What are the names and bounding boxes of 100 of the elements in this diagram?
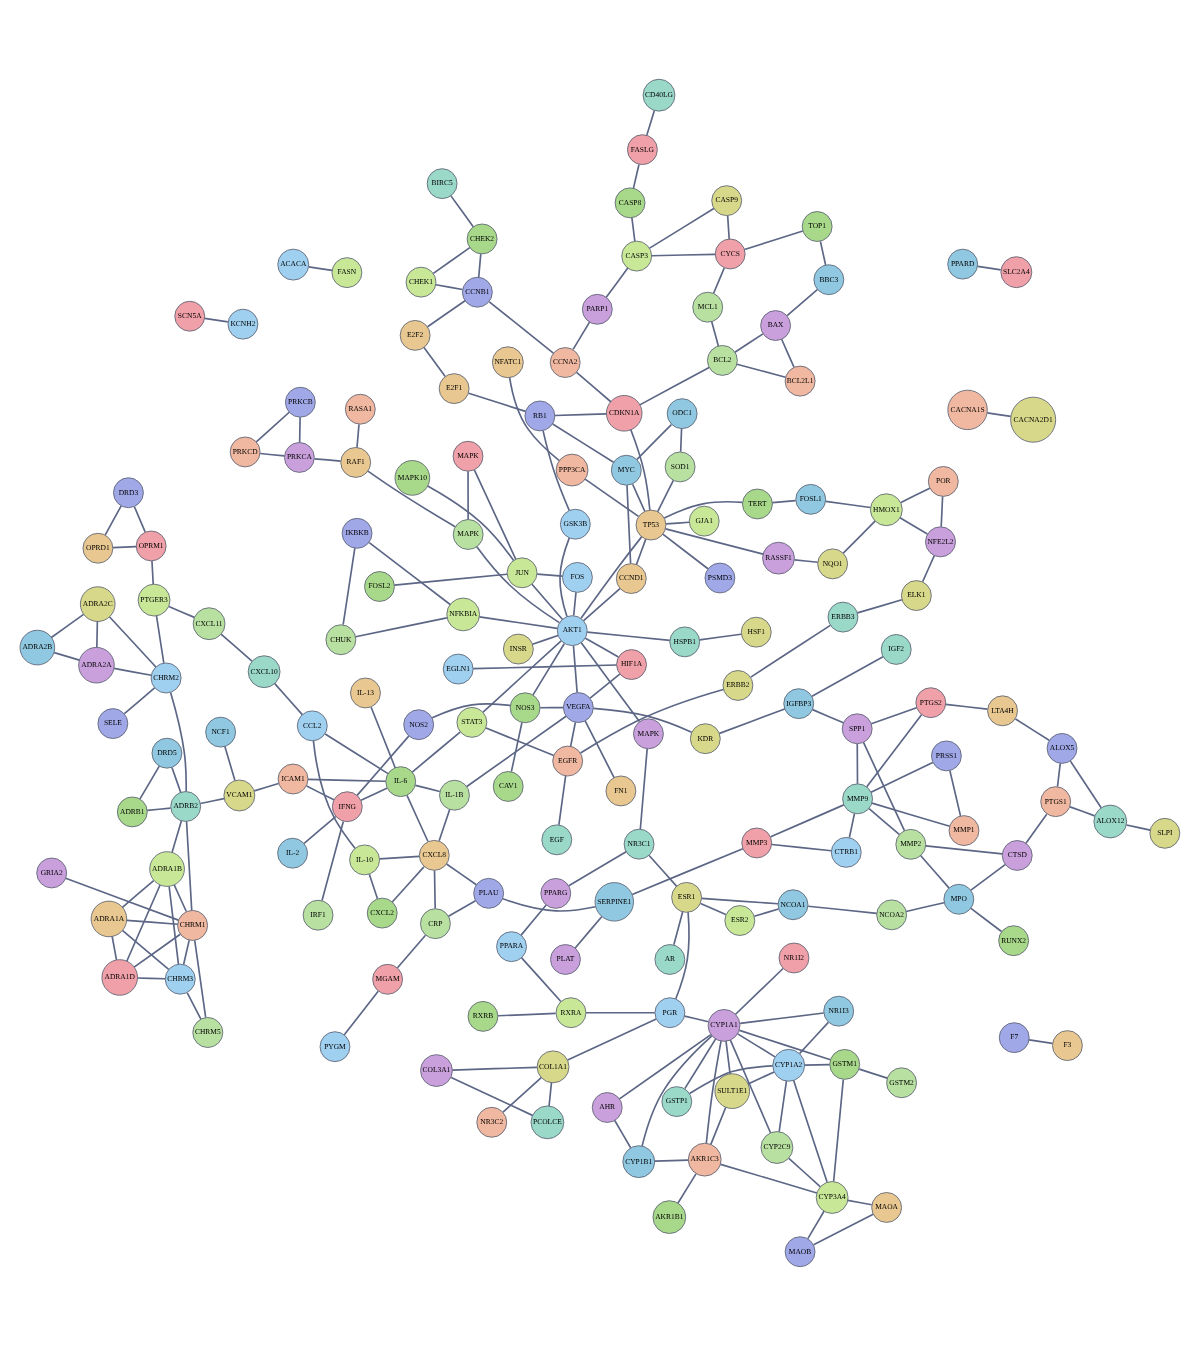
connector (705, 1040, 722, 1145)
connector (626, 484, 632, 565)
connector (584, 720, 615, 779)
connector (865, 714, 923, 788)
connector (569, 721, 577, 748)
connector (807, 1210, 825, 1240)
connector (370, 706, 396, 769)
connector (356, 735, 410, 797)
connector (632, 163, 640, 189)
connector (589, 673, 621, 699)
connector (451, 1066, 538, 1071)
connector (698, 633, 742, 641)
connector (580, 642, 641, 723)
connector (185, 820, 193, 912)
connector (554, 413, 608, 417)
connector (510, 721, 523, 773)
connector (391, 866, 425, 903)
connector (426, 485, 515, 562)
connector (531, 583, 564, 621)
connector (780, 338, 795, 368)
connector (613, 1119, 632, 1149)
connector (639, 748, 648, 831)
connector (432, 246, 471, 275)
connector (811, 655, 884, 698)
connector (199, 797, 225, 805)
connector (803, 1063, 831, 1066)
connector (477, 253, 482, 279)
connector (125, 919, 179, 926)
connector (650, 253, 716, 257)
connector (488, 300, 555, 354)
connector (792, 1079, 828, 1183)
connector (871, 802, 951, 828)
connector (986, 412, 1012, 418)
connector (572, 591, 577, 617)
connector (824, 500, 872, 509)
connector (108, 616, 157, 668)
connector (411, 731, 461, 773)
connector (303, 815, 337, 845)
connector (433, 869, 436, 910)
connector (944, 703, 989, 710)
connector (360, 787, 388, 802)
connector (842, 520, 876, 554)
connector (473, 469, 517, 561)
connector (203, 317, 229, 323)
connector (520, 904, 547, 936)
connector (532, 642, 566, 696)
connector (378, 855, 420, 860)
connector (572, 321, 591, 351)
connector (133, 933, 182, 968)
connector (584, 478, 640, 518)
connector (423, 346, 446, 378)
connector (743, 230, 804, 251)
connector (736, 1033, 776, 1058)
connector (1125, 824, 1152, 831)
connector (584, 637, 620, 658)
connector (255, 411, 291, 443)
connector (273, 682, 304, 716)
connector (700, 897, 779, 905)
connector (771, 499, 797, 504)
connector (970, 863, 1006, 892)
connector (905, 901, 945, 913)
connector (186, 991, 202, 1020)
connector (856, 743, 859, 785)
connector (605, 267, 629, 299)
connector (970, 907, 1003, 933)
connector (572, 645, 578, 694)
connector (726, 214, 731, 240)
connector (786, 288, 819, 317)
connector (848, 812, 856, 839)
connector (414, 784, 441, 793)
connector (465, 715, 567, 788)
connector (173, 884, 188, 913)
connector (472, 664, 618, 670)
connector (133, 505, 146, 533)
connector (354, 617, 448, 638)
connector (734, 967, 784, 1016)
connector (812, 1213, 875, 1246)
connector (64, 877, 180, 921)
connector (712, 267, 726, 295)
connector (343, 990, 380, 1036)
connector (168, 885, 180, 965)
connector (467, 470, 469, 521)
connector (438, 808, 451, 842)
connector (182, 939, 191, 966)
connector (819, 240, 827, 266)
connector (648, 207, 715, 249)
connector (719, 1163, 818, 1194)
connector (566, 1018, 658, 1061)
connector (673, 911, 684, 946)
connector (313, 457, 342, 462)
connector (870, 761, 934, 794)
connector (798, 1021, 830, 1055)
connector (450, 195, 475, 228)
connector (121, 879, 155, 909)
connector (253, 782, 280, 792)
connector (729, 1039, 772, 1134)
connector (531, 634, 559, 646)
connector (858, 1068, 889, 1079)
connector (868, 807, 901, 836)
connector (631, 483, 646, 513)
